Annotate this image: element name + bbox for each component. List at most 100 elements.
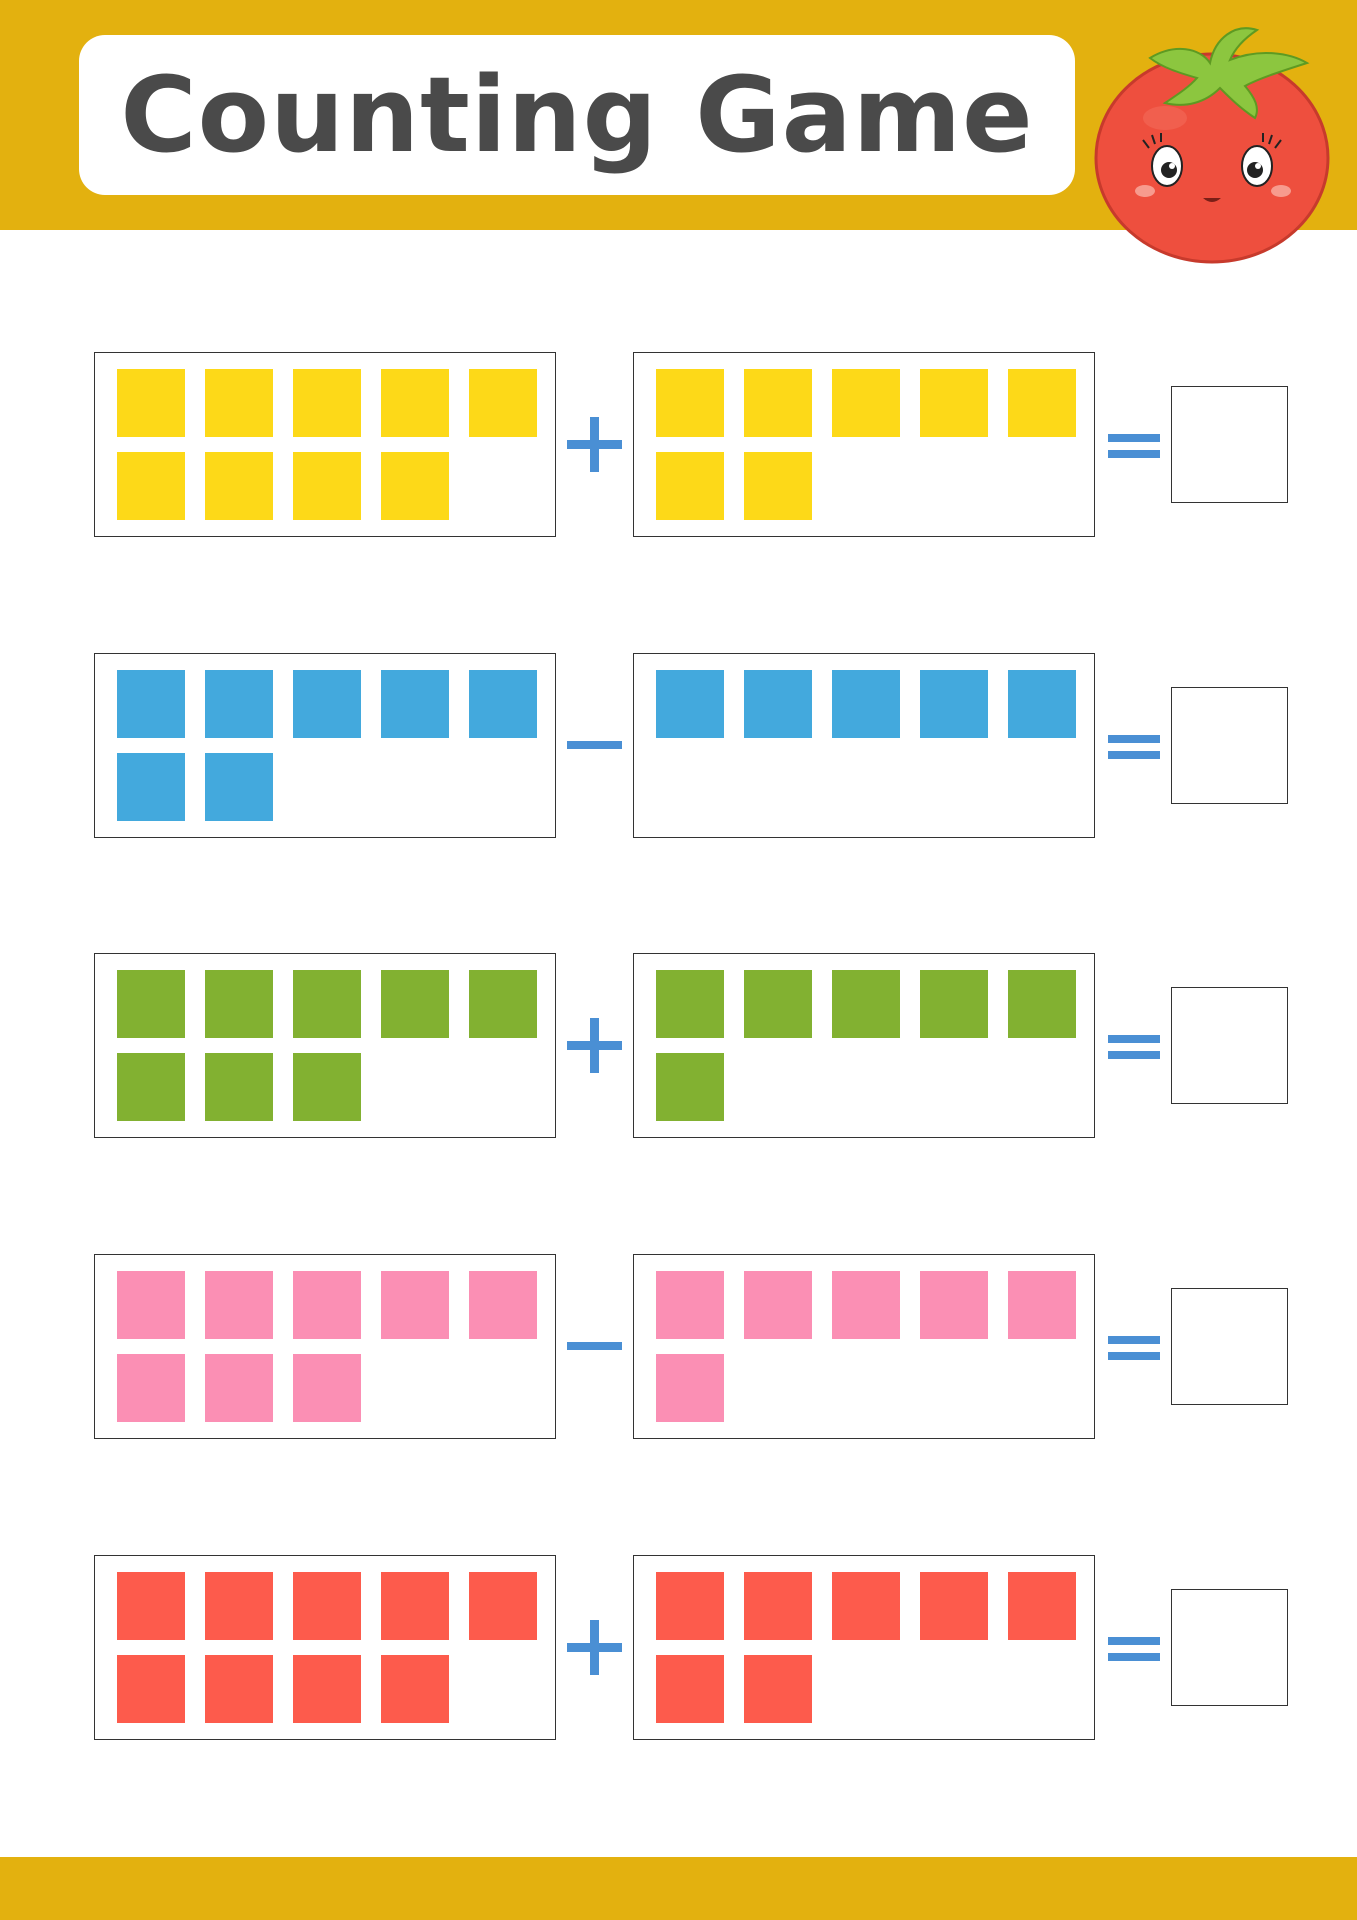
title-banner: Counting Game [79, 35, 1075, 195]
counter-square [469, 1572, 537, 1640]
counter-square [117, 670, 185, 738]
right-counter-panel [633, 1555, 1095, 1740]
counter-square [205, 670, 273, 738]
counter-square [656, 970, 724, 1038]
right-counter-panel [633, 352, 1095, 537]
counter-square [744, 1271, 812, 1339]
counter-square [1008, 369, 1076, 437]
counter-square [920, 670, 988, 738]
equals-icon [1100, 1615, 1168, 1683]
counter-square [920, 1271, 988, 1339]
counter-square [117, 369, 185, 437]
counter-square [293, 1572, 361, 1640]
counter-square [744, 1572, 812, 1640]
counter-square [832, 1572, 900, 1640]
counter-square [920, 1572, 988, 1640]
equals-icon [1100, 713, 1168, 781]
equals-icon [1100, 1314, 1168, 1382]
left-counter-panel [94, 653, 556, 838]
plus-icon [556, 352, 633, 537]
counter-square [381, 452, 449, 520]
right-counter-panel [633, 1254, 1095, 1439]
left-counter-panel [94, 1555, 556, 1740]
counter-square [469, 670, 537, 738]
counter-square [744, 970, 812, 1038]
equals-icon [1100, 1013, 1168, 1081]
counter-square [293, 970, 361, 1038]
counter-square [205, 452, 273, 520]
problem-row [0, 953, 1357, 1141]
counter-square [656, 1572, 724, 1640]
counter-square [832, 1271, 900, 1339]
counter-square [469, 369, 537, 437]
counter-square [117, 753, 185, 821]
problem-row [0, 653, 1357, 841]
plus-icon [556, 953, 633, 1138]
counter-square [744, 1655, 812, 1723]
left-counter-panel [94, 352, 556, 537]
answer-box[interactable] [1171, 687, 1288, 804]
counter-square [205, 1053, 273, 1121]
counter-square [656, 1655, 724, 1723]
counter-square [117, 1271, 185, 1339]
counter-square [117, 1572, 185, 1640]
counter-square [117, 1053, 185, 1121]
minus-icon [556, 653, 633, 838]
right-counter-panel [633, 953, 1095, 1138]
counter-square [117, 1354, 185, 1422]
page-title: Counting Game [120, 54, 1034, 176]
problem-row [0, 1254, 1357, 1442]
counter-square [469, 1271, 537, 1339]
counter-square [744, 369, 812, 437]
counter-square [920, 970, 988, 1038]
answer-box[interactable] [1171, 987, 1288, 1104]
counter-square [1008, 970, 1076, 1038]
counter-square [293, 452, 361, 520]
problem-row [0, 1555, 1357, 1743]
left-counter-panel [94, 1254, 556, 1439]
left-counter-panel [94, 953, 556, 1138]
counter-square [656, 1354, 724, 1422]
counter-square [117, 452, 185, 520]
counter-square [381, 970, 449, 1038]
counter-square [744, 452, 812, 520]
tomato-mascot-icon [1085, 8, 1340, 270]
problem-row [0, 352, 1357, 540]
counter-square [205, 369, 273, 437]
counter-square [832, 970, 900, 1038]
counter-square [1008, 670, 1076, 738]
counter-square [205, 753, 273, 821]
counter-square [744, 670, 812, 738]
counter-square [293, 1053, 361, 1121]
counter-square [205, 1572, 273, 1640]
counter-square [381, 670, 449, 738]
counter-square [293, 369, 361, 437]
counter-square [381, 1655, 449, 1723]
counter-square [381, 369, 449, 437]
answer-box[interactable] [1171, 386, 1288, 503]
counter-square [656, 369, 724, 437]
counter-square [1008, 1572, 1076, 1640]
counter-square [381, 1271, 449, 1339]
counter-square [205, 970, 273, 1038]
counter-square [656, 1053, 724, 1121]
counter-square [293, 1354, 361, 1422]
counter-square [656, 1271, 724, 1339]
counter-square [656, 452, 724, 520]
right-counter-panel [633, 653, 1095, 838]
counter-square [469, 970, 537, 1038]
footer-band [0, 1857, 1357, 1920]
counter-square [920, 369, 988, 437]
counter-square [656, 670, 724, 738]
counter-square [832, 369, 900, 437]
counter-square [832, 670, 900, 738]
counter-square [293, 670, 361, 738]
counter-square [293, 1271, 361, 1339]
counter-square [117, 1655, 185, 1723]
answer-box[interactable] [1171, 1589, 1288, 1706]
counter-square [381, 1572, 449, 1640]
counter-square [205, 1271, 273, 1339]
answer-box[interactable] [1171, 1288, 1288, 1405]
counter-square [1008, 1271, 1076, 1339]
minus-icon [556, 1254, 633, 1439]
